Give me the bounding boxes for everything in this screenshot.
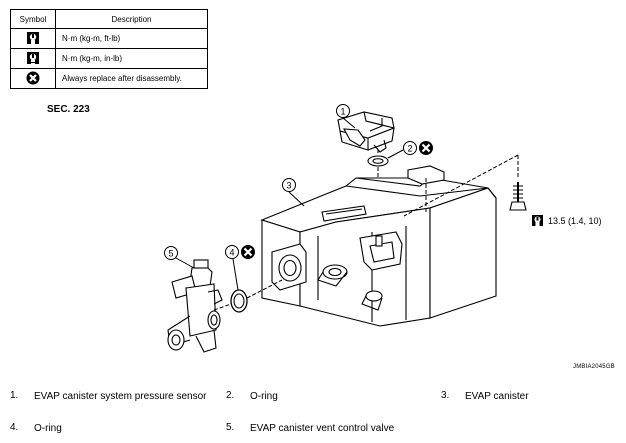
legend-row: N·m (kg-m, in-lb) <box>10 48 208 69</box>
part-number: 3. <box>441 390 450 401</box>
o-ring-2-drawing <box>367 155 389 167</box>
callout-3 <box>282 178 305 207</box>
symbol-legend-table: Symbol Description N·m (kg-m, ft-lb) N·m… <box>10 9 208 89</box>
callout-2 <box>387 141 417 159</box>
replace-x-icon <box>26 71 40 84</box>
legend-row-text: Always replace after disassembly. <box>55 68 208 89</box>
torque-wrench-icon <box>27 31 39 44</box>
callout-number: 2 <box>407 144 412 154</box>
callout-1 <box>336 104 356 129</box>
part-number: 1. <box>10 390 19 401</box>
callout-number: 3 <box>286 181 291 191</box>
callout-number: 4 <box>229 248 234 258</box>
torque-wrench-small-icon <box>27 51 39 64</box>
evap-canister-exploded-diagram: 1 2 3 4 5 <box>164 104 543 353</box>
vent-control-valve-drawing <box>167 259 223 353</box>
part-label: O-ring <box>250 391 278 402</box>
part-label: EVAP canister system pressure sensor <box>34 391 207 402</box>
replace-x-icon <box>241 245 255 259</box>
part-label: O-ring <box>34 423 62 434</box>
callout-5 <box>164 246 195 269</box>
legend-row: Always replace after disassembly. <box>10 68 208 89</box>
bolt-drawing <box>509 182 527 211</box>
torque-spec: 13.5 (1.4, 10) <box>548 216 602 226</box>
part-label: EVAP canister <box>465 391 529 402</box>
pressure-sensor-drawing <box>337 111 395 153</box>
drawing-code: JMBIA2045GB <box>573 364 615 370</box>
callout-4 <box>225 245 239 291</box>
legend-row: N·m (kg-m, ft-lb) <box>10 28 208 49</box>
section-label: SEC. 223 <box>47 104 90 115</box>
part-number: 4. <box>10 422 19 433</box>
callout-number: 5 <box>168 249 173 259</box>
part-number: 2. <box>226 390 235 401</box>
part-label: EVAP canister vent control valve <box>250 423 395 434</box>
o-ring-4-drawing <box>230 289 248 313</box>
callout-number: 1 <box>340 107 345 117</box>
replace-x-icon <box>419 141 433 155</box>
torque-wrench-icon <box>532 215 543 226</box>
evap-canister-drawing <box>260 165 497 327</box>
part-number: 5. <box>226 422 235 433</box>
